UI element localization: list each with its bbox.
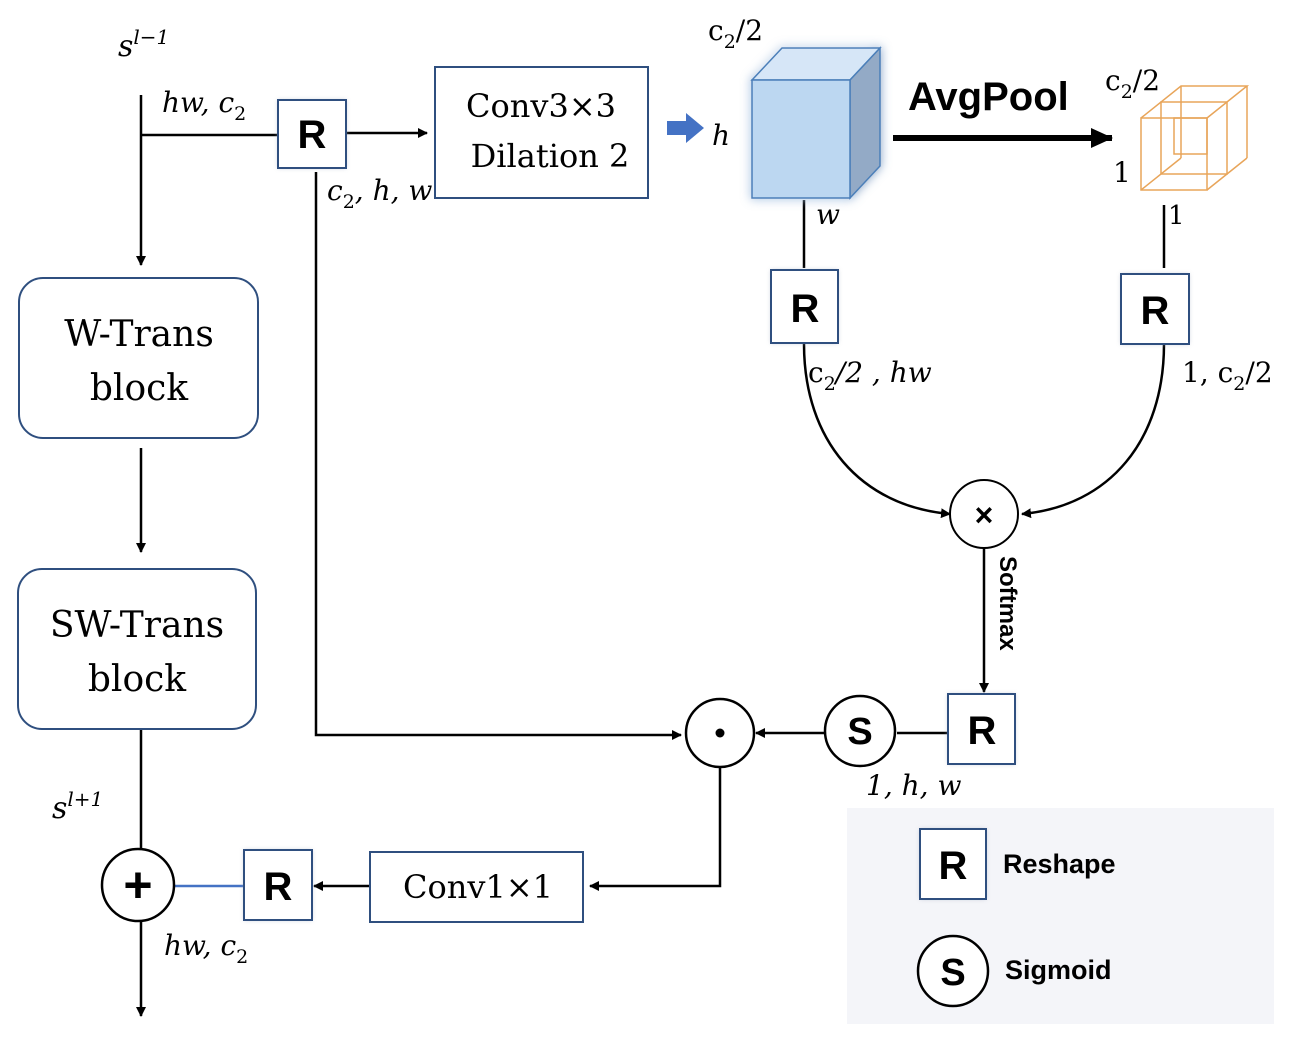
reshape1-dims-label: c2, h, w — [327, 174, 432, 213]
multiply-symbol: × — [975, 497, 994, 533]
conv1x1-label: Conv1×1 — [403, 868, 553, 906]
reshape-5-label: R — [264, 865, 293, 909]
sw-trans-line1: SW-Trans — [50, 605, 224, 646]
reshape-box-2: R — [770, 269, 839, 344]
reshape2-dims-label: c2/2 , hw — [808, 356, 932, 395]
reshape-box-3: R — [1120, 273, 1190, 345]
pool-channel-label: c2/2 — [1105, 64, 1160, 103]
w-trans-line1: W-Trans — [64, 314, 214, 355]
add-symbol: + — [123, 857, 152, 913]
conv3x3-block — [434, 66, 649, 199]
multiply-op — [949, 479, 1019, 549]
sw-trans-line2: block — [88, 659, 187, 700]
pool-width-label: 1 — [1168, 201, 1185, 231]
dot-to-conv1-arrow — [589, 768, 722, 891]
reshape-3-label: R — [1141, 289, 1170, 333]
legend-sigmoid-icon: S — [940, 952, 965, 994]
conv3x3-line2: Dilation 2 — [471, 137, 630, 175]
reshape2-to-multiply-curve — [802, 343, 951, 519]
sigmoid-op — [823, 694, 897, 768]
pooled-cube — [1140, 85, 1250, 191]
avgpool-label: AvgPool — [908, 75, 1069, 119]
dot-symbol — [715, 728, 725, 738]
output-dims-label: hw, c2 — [164, 929, 248, 968]
w-trans-line2: block — [90, 368, 189, 409]
s-output-label: sl+1 — [52, 787, 103, 826]
sigmoid-symbol: S — [847, 711, 872, 753]
conv3x3-line1: Conv3×3 — [466, 87, 616, 125]
blue-arrow-icon — [667, 113, 704, 143]
reshape-box-1: R — [277, 99, 347, 169]
softmax-label: Softmax — [994, 556, 1021, 651]
reshape3-dims-label: 1, c2/2 — [1182, 356, 1273, 395]
reshape-box-4: R — [947, 693, 1016, 765]
reshape-2-label: R — [791, 287, 820, 331]
s-input-label: sl−1 — [118, 25, 169, 64]
cube-width-label: w — [816, 198, 840, 231]
legend-sigmoid-label: Sigmoid — [1005, 955, 1112, 985]
sw-trans-block — [17, 568, 257, 730]
legend-reshape-icon: R — [939, 844, 968, 888]
pool-height-label: 1 — [1113, 156, 1131, 189]
reshape-box-5: R — [243, 849, 313, 921]
feature-cube — [750, 46, 882, 200]
input-dims-label: hw, c2 — [162, 86, 246, 125]
legend-panel — [847, 808, 1274, 1024]
cube-height-label: h — [712, 119, 730, 152]
reshape-1-label: R — [298, 113, 327, 157]
conv1x1-block — [369, 851, 584, 923]
w-trans-block — [18, 277, 259, 439]
legend-sigmoid: S Sigmoid — [916, 934, 1112, 1008]
legend-reshape: R Reshape — [919, 828, 1116, 900]
add-op — [100, 847, 176, 923]
reshape3-to-multiply-curve — [1021, 343, 1166, 519]
cube-channel-label: c2/2 — [708, 14, 763, 53]
skip-to-dot-arrow — [314, 172, 682, 740]
legend-reshape-label: Reshape — [1003, 849, 1116, 879]
reshape4-dims-label: 1, h, w — [866, 769, 961, 802]
reshape-4-label: R — [968, 709, 997, 753]
